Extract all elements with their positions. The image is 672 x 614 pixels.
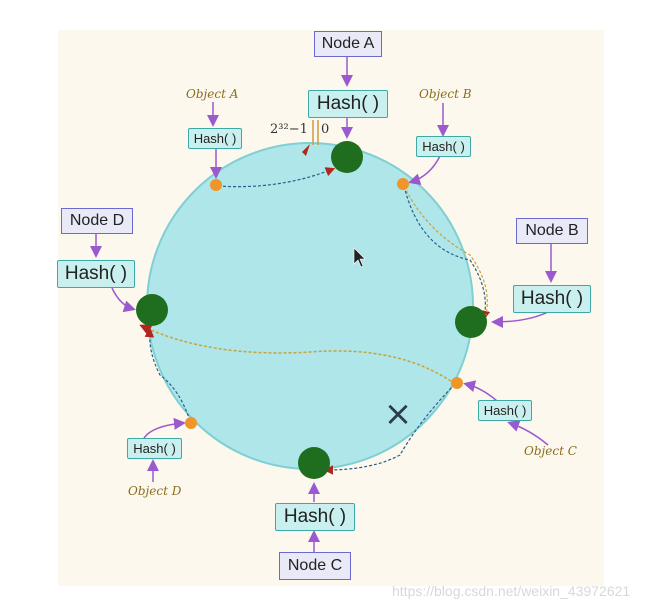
object-a-dot	[210, 179, 222, 191]
node-d-dot	[136, 294, 168, 326]
object-c-rerouted-path	[139, 324, 456, 385]
object-b-dot	[397, 178, 409, 190]
node-a-label: Node A	[314, 31, 382, 57]
object-b-path	[403, 185, 491, 321]
node-c-hash-box: Hash( )	[275, 503, 355, 531]
watermark: https://blog.csdn.net/weixin_43972621	[392, 583, 631, 599]
object-d-label: Object D	[128, 484, 182, 498]
object-b-hash-box: Hash( )	[416, 136, 471, 157]
object-c-dot	[451, 377, 463, 389]
object-c-path	[323, 383, 456, 475]
node-c-label: Node C	[279, 552, 351, 580]
mouse-cursor-icon	[353, 247, 366, 268]
node-b-hash-box: Hash( )	[513, 285, 591, 313]
node-b-label: Node B	[516, 218, 588, 244]
node-d-hash-box: Hash( )	[57, 260, 135, 288]
object-d-dot	[185, 417, 197, 429]
object-c-hash-box: Hash( )	[478, 400, 532, 421]
ring-zero-label: 0	[321, 122, 330, 137]
node-failure-cross-icon: ×	[383, 394, 413, 434]
object-d-path	[144, 327, 191, 422]
object-a-hash-box: Hash( )	[188, 128, 242, 149]
node-a-dot	[331, 141, 363, 173]
node-d-label: Node D	[61, 208, 133, 234]
node-c-dot	[298, 447, 330, 479]
node-b-dot	[455, 306, 487, 338]
object-b-hash-arrow	[408, 155, 441, 186]
object-b-label: Object B	[419, 87, 472, 101]
object-c-hash-arrow	[463, 380, 498, 402]
object-c-label-arrow	[507, 420, 549, 446]
node-d-hash-arrow	[111, 287, 136, 313]
object-b-rerouted-path	[403, 185, 488, 316]
ring-origin-arrowhead	[302, 144, 310, 156]
node-a-hash-box: Hash( )	[308, 90, 388, 118]
object-d-hash-arrow	[143, 417, 186, 439]
object-a-path	[217, 167, 336, 188]
object-d-hash-box: Hash( )	[127, 438, 182, 459]
ring-max-label: 2³²−1	[270, 122, 308, 137]
object-c-label: Object C	[524, 444, 577, 458]
object-a-label: Object A	[186, 87, 239, 101]
